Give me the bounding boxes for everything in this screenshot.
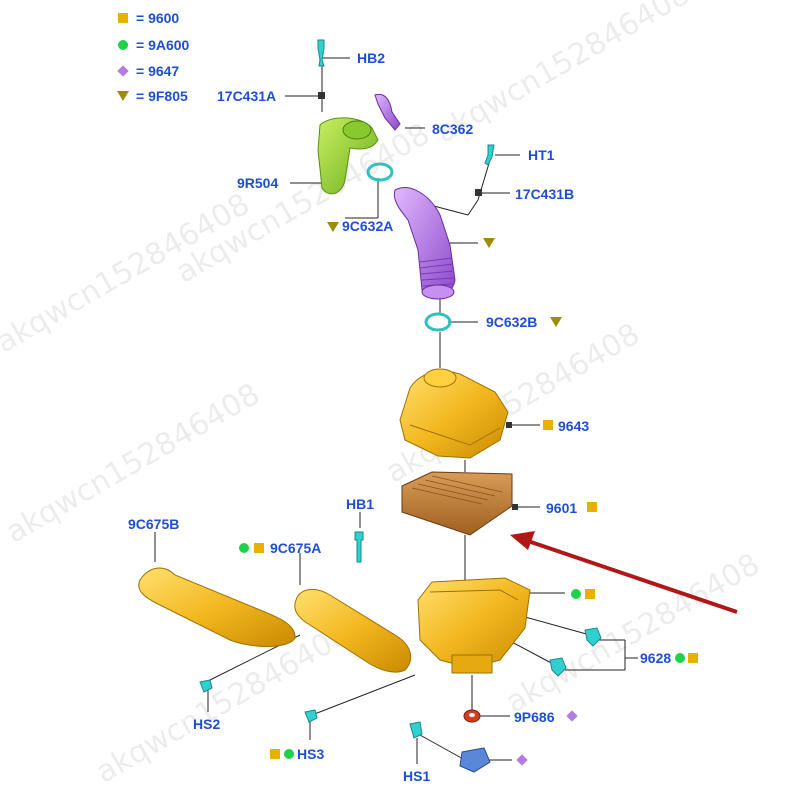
- label-9601: 9601: [546, 500, 578, 516]
- clamp-b: [424, 312, 452, 332]
- label-9c675b: 9C675B: [128, 516, 180, 532]
- pointer-arrow: [510, 531, 738, 614]
- hs1-clip: [409, 721, 423, 739]
- legend-triangle-icon: [117, 91, 129, 101]
- square-icon: [254, 543, 264, 553]
- label-9643: 9643: [558, 418, 590, 434]
- duct-9c675b: [138, 567, 296, 647]
- triangle-icon: [483, 238, 495, 248]
- label-hs1: HS1: [403, 768, 431, 784]
- legend-label: = 9A600: [136, 37, 190, 53]
- purple-small-hose: [374, 93, 401, 131]
- label-9628: 9628: [640, 650, 672, 666]
- label-hb2: HB2: [357, 50, 386, 66]
- bracket-9647: [459, 747, 491, 773]
- triangle-icon: [327, 222, 339, 232]
- hb2-clip: [317, 39, 325, 67]
- square-icon: [585, 589, 595, 599]
- hb1-bolt: [354, 531, 364, 563]
- square-icon: [270, 749, 280, 759]
- legend-label: = 9F805: [136, 88, 188, 104]
- legend-circle-icon: [118, 40, 128, 50]
- green-inlet-duct: [317, 117, 379, 195]
- clip-9628-a: [584, 627, 602, 647]
- hs2-fastener: [199, 679, 213, 693]
- hs3-fastener: [304, 709, 318, 723]
- purple-main-hose: [393, 187, 456, 300]
- square-icon: [587, 502, 597, 512]
- circle-icon: [675, 653, 685, 663]
- circle-icon: [239, 543, 249, 553]
- air-cleaner-cover: [399, 368, 509, 459]
- label-hb1: HB1: [346, 496, 375, 512]
- label-9c675a: 9C675A: [270, 540, 322, 556]
- clip-9628-b: [549, 657, 567, 677]
- label-ht1: HT1: [528, 147, 555, 163]
- label-9c632a: 9C632A: [342, 218, 394, 234]
- label-9c632b: 9C632B: [486, 314, 538, 330]
- clamp-a: [366, 162, 394, 182]
- grommet-9p686: [463, 709, 481, 723]
- circle-icon: [284, 749, 294, 759]
- circle-icon: [571, 589, 581, 599]
- square-icon: [688, 653, 698, 663]
- square-icon: [543, 420, 553, 430]
- legend-label: = 9647: [136, 63, 180, 79]
- filter-element: [401, 471, 513, 536]
- label-hs3: HS3: [297, 746, 325, 762]
- ht1-clip: [484, 144, 495, 166]
- triangle-icon: [550, 317, 562, 327]
- label-17c431b: 17C431B: [515, 186, 575, 202]
- label-17c431a: 17C431A: [217, 88, 277, 104]
- leader-lines: [154, 57, 638, 764]
- label-8c362: 8C362: [432, 121, 474, 137]
- legend-label: = 9600: [136, 10, 180, 26]
- air-cleaner-housing: [417, 577, 531, 674]
- duct-9c675a: [294, 588, 412, 673]
- legend-square-icon: [118, 13, 128, 23]
- label-9p686: 9P686: [514, 709, 555, 725]
- label-9r504: 9R504: [237, 175, 279, 191]
- label-hs2: HS2: [193, 716, 221, 732]
